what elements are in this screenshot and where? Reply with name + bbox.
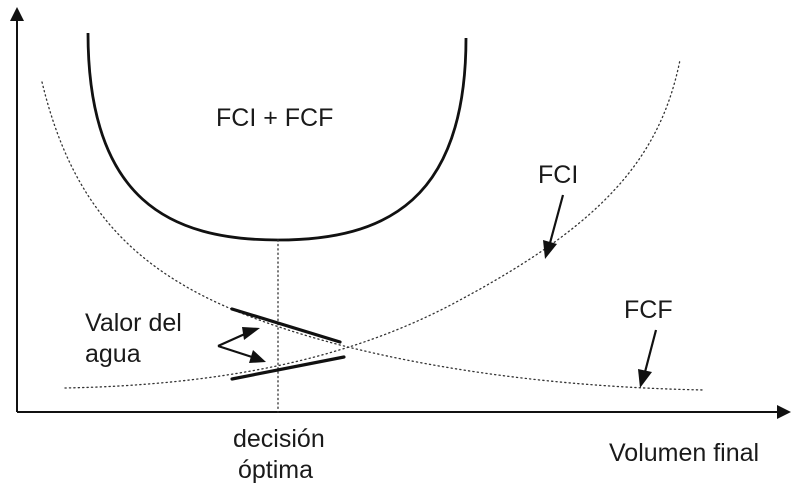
water-value-arrows	[217, 327, 266, 363]
fcf-label: FCF	[624, 296, 673, 324]
sum-curve	[86, 32, 468, 242]
fci-label: FCI	[538, 161, 578, 189]
fcf-pointer-arrow	[638, 329, 658, 388]
optimal-decision-label-line2: óptima	[238, 456, 313, 484]
water-value-label-line2: agua	[85, 340, 141, 368]
water-value-label-line1: Valor del	[85, 309, 182, 337]
fci-curve	[64, 59, 681, 389]
x-axis-label: Volumen final	[609, 439, 759, 467]
fcf-curve	[41, 81, 706, 391]
fci-tangent-line	[230, 355, 346, 381]
sum-curve-label: FCI + FCF	[216, 104, 333, 132]
fcf-tangent-line	[230, 307, 342, 344]
fci-pointer-arrow	[543, 194, 565, 259]
optimal-decision-label-line1: decisión	[233, 425, 325, 453]
